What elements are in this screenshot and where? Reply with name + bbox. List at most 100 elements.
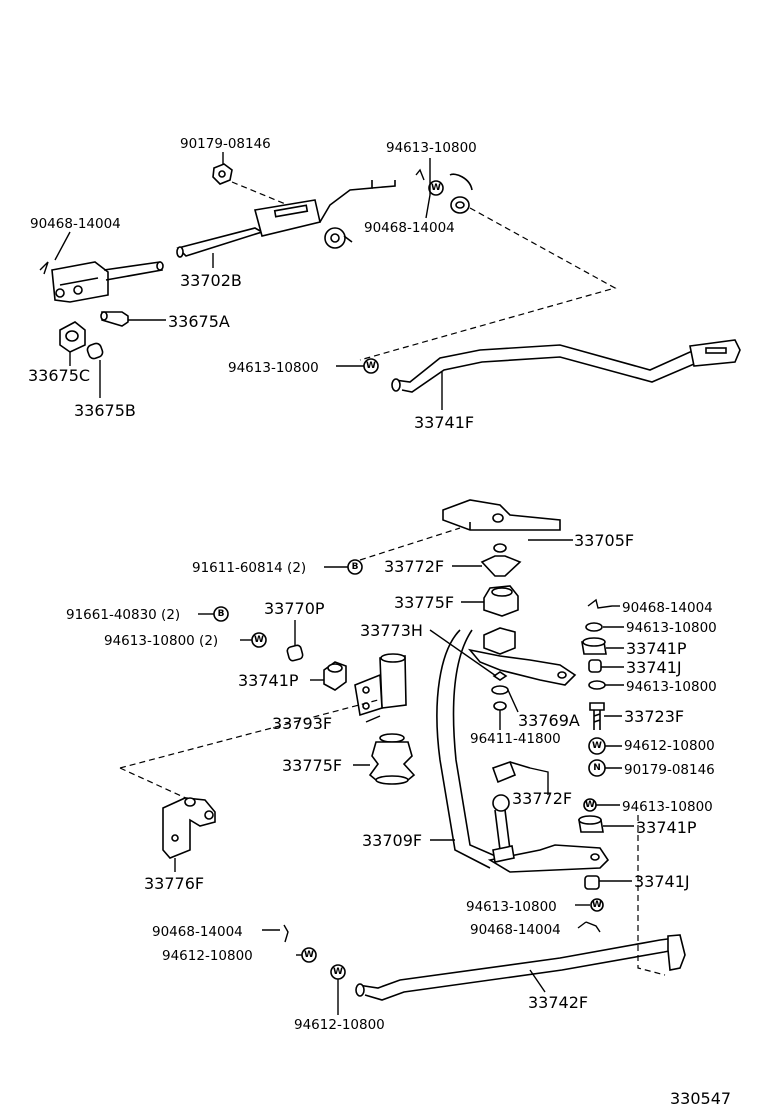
washer-icon — [585, 622, 603, 632]
guide-line — [119, 767, 191, 801]
cotter-pin-icon — [587, 598, 613, 609]
label-33675C: 33675C — [28, 366, 90, 385]
guide-line — [359, 527, 461, 561]
label-33773H: 33773H — [360, 621, 423, 640]
label-90468-14004: 90468-14004 — [152, 924, 243, 940]
washer-symbol: W — [592, 900, 602, 910]
label-94613-10800-2: 94613-10800 (2) — [104, 633, 218, 649]
guide-line — [359, 207, 617, 361]
clip-33772F — [480, 543, 522, 577]
label-33742F: 33742F — [528, 993, 588, 1012]
label-33793F: 33793F — [272, 714, 332, 733]
label-33675B: 33675B — [74, 401, 136, 420]
guide-line — [637, 815, 666, 976]
washer-w-icon — [590, 898, 604, 912]
label-33769A: 33769A — [518, 711, 580, 730]
leader-line — [529, 767, 549, 795]
label-33772F: 33772F — [384, 557, 444, 576]
label-33741P: 33741P — [238, 671, 299, 690]
collar-33741J-lower — [584, 875, 600, 890]
label-90468-14004: 90468-14004 — [364, 220, 455, 236]
boot-33775F — [368, 733, 416, 785]
label-91611-60814: 91611-60814 (2) — [192, 560, 306, 576]
label-33772F: 33772F — [512, 789, 572, 808]
label-90468-14004: 90468-14004 — [30, 216, 121, 232]
guide-line — [119, 699, 379, 769]
washer-w-icon — [428, 180, 444, 196]
label-33705F: 33705F — [574, 531, 634, 550]
cotter-pin-icon — [39, 261, 49, 275]
washer-symbol: W — [366, 361, 376, 371]
label-90468-14004: 90468-14004 — [470, 922, 561, 938]
bushing-33741P-lower — [578, 815, 604, 833]
nut-icon — [212, 163, 233, 185]
bushing-33675C — [59, 321, 86, 353]
label-33741F: 33741F — [414, 413, 474, 432]
label-90468-14004: 90468-14004 — [622, 600, 713, 616]
washer-symbol: W — [431, 183, 441, 193]
washer-icon — [491, 685, 509, 695]
label-94613-10800: 94613-10800 — [626, 620, 717, 636]
lever-33709F — [436, 627, 610, 873]
bracket-33793F — [354, 653, 407, 717]
label-94613-10800: 94613-10800 — [228, 360, 319, 376]
o-ring-icon — [493, 701, 507, 711]
nut-symbol: N — [593, 763, 601, 773]
rubber-33775F — [483, 585, 519, 617]
label-33675A: 33675A — [168, 312, 230, 331]
washer-symbol: W — [592, 741, 602, 751]
label-33776F: 33776F — [144, 874, 204, 893]
label-91661-40830: 91661-40830 (2) — [66, 607, 180, 623]
washer-icon — [492, 671, 508, 681]
cotter-pin-icon — [415, 168, 425, 181]
label-94612-10800: 94612-10800 — [294, 1017, 385, 1033]
pin-33675A — [100, 311, 129, 327]
leader-line — [529, 969, 546, 993]
rod-33702B — [176, 199, 321, 258]
bushing-33741P-right — [581, 637, 607, 655]
clip-33772F-mid — [491, 760, 531, 784]
bracket-33705F — [442, 499, 561, 531]
label-94613-10800: 94613-10800 — [386, 140, 477, 156]
label-33770P: 33770P — [264, 599, 325, 618]
label-33741P: 33741P — [626, 639, 687, 658]
clevis-fork — [51, 261, 164, 303]
label-33741J: 33741J — [626, 658, 682, 677]
diagram-id: 330547 — [670, 1089, 731, 1108]
label-33723F: 33723F — [624, 707, 684, 726]
bracket-33776F — [162, 797, 216, 859]
washer-symbol: W — [585, 800, 595, 810]
leader-line — [507, 689, 519, 713]
bolt-33723F — [589, 702, 605, 730]
label-33775F: 33775F — [282, 756, 342, 775]
label-94612-10800: 94612-10800 — [624, 738, 715, 754]
bolt-symbol: B — [352, 562, 359, 572]
bellcrank — [319, 180, 396, 249]
leader-line — [429, 629, 497, 677]
label-33775F: 33775F — [394, 593, 454, 612]
rod-33742F — [355, 934, 686, 1001]
label-33741J: 33741J — [634, 872, 690, 891]
leader-line — [54, 231, 71, 261]
label-94613-10800: 94613-10800 — [626, 679, 717, 695]
collar-33675B — [86, 342, 104, 360]
washer-icon — [588, 680, 606, 690]
collar-33770P — [286, 644, 304, 662]
label-94613-10800: 94613-10800 — [622, 799, 713, 815]
label-94612-10800: 94612-10800 — [162, 948, 253, 964]
leader-line — [365, 715, 381, 723]
label-33741P: 33741P — [636, 818, 697, 837]
bushing-33741P — [323, 661, 347, 691]
washer-symbol: W — [254, 635, 264, 645]
leader-line — [425, 158, 431, 219]
washer-symbol: W — [333, 967, 343, 977]
label-96411-41800: 96411-41800 — [470, 731, 561, 747]
washer-symbol: W — [304, 950, 314, 960]
label-90179-08146: 90179-08146 — [180, 136, 271, 152]
cotter-pin-icon — [283, 924, 289, 943]
rod-33741F — [391, 339, 741, 393]
collar-33741J — [588, 659, 602, 673]
label-33709F: 33709F — [362, 831, 422, 850]
